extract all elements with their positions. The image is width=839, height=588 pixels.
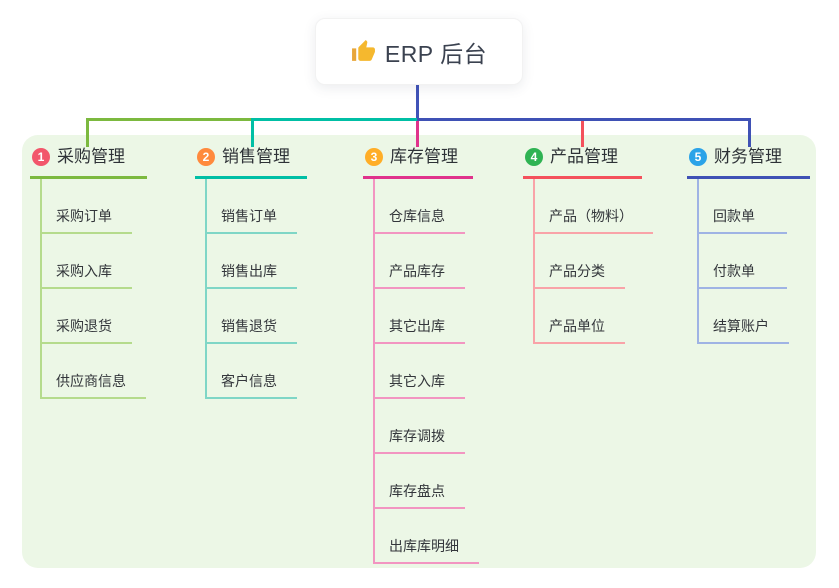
connector-drop-branch1 bbox=[86, 118, 89, 147]
child-node[interactable]: 其它入库 bbox=[375, 344, 465, 399]
branch-title: 采购管理 bbox=[57, 147, 125, 166]
branch-node[interactable]: 2 销售管理 bbox=[195, 146, 307, 179]
branch-number-badge: 4 bbox=[525, 148, 543, 166]
branch-2: 2 销售管理 销售订单销售出库销售退货客户信息 bbox=[195, 146, 307, 399]
child-node[interactable]: 采购入库 bbox=[42, 234, 132, 289]
branch-title: 产品管理 bbox=[550, 147, 618, 166]
child-node[interactable]: 库存盘点 bbox=[375, 454, 465, 509]
child-node[interactable]: 产品库存 bbox=[375, 234, 465, 289]
child-node[interactable]: 仓库信息 bbox=[375, 179, 465, 234]
connector-root-tail bbox=[416, 85, 419, 119]
connector-drop-branch4 bbox=[581, 121, 584, 147]
child-node[interactable]: 产品单位 bbox=[535, 289, 625, 344]
connector-bus-branch2 bbox=[251, 118, 419, 121]
child-node[interactable]: 回款单 bbox=[699, 179, 787, 234]
thumbs-up-icon bbox=[351, 39, 376, 64]
child-node[interactable]: 采购订单 bbox=[42, 179, 132, 234]
branch-children: 采购订单采购入库采购退货供应商信息 bbox=[40, 179, 147, 399]
root-node-title: ERP 后台 bbox=[384, 40, 488, 67]
connector-drop-branch2 bbox=[251, 118, 254, 147]
branch-node[interactable]: 3 库存管理 bbox=[363, 146, 473, 179]
child-node[interactable]: 供应商信息 bbox=[42, 344, 146, 399]
branch-title: 库存管理 bbox=[390, 147, 458, 166]
branch-node[interactable]: 4 产品管理 bbox=[523, 146, 642, 179]
branch-number-badge: 3 bbox=[365, 148, 383, 166]
connector-drop-branch3 bbox=[416, 121, 419, 147]
branch-number-badge: 5 bbox=[689, 148, 707, 166]
child-node[interactable]: 客户信息 bbox=[207, 344, 297, 399]
branch-children: 产品（物料）产品分类产品单位 bbox=[533, 179, 653, 344]
child-node[interactable]: 销售出库 bbox=[207, 234, 297, 289]
child-node[interactable]: 产品分类 bbox=[535, 234, 625, 289]
child-node[interactable]: 产品（物料） bbox=[535, 179, 653, 234]
branch-children: 仓库信息产品库存其它出库其它入库库存调拨库存盘点出库库明细 bbox=[373, 179, 479, 564]
branch-title: 财务管理 bbox=[714, 147, 782, 166]
branch-1: 1 采购管理 采购订单采购入库采购退货供应商信息 bbox=[30, 146, 147, 399]
branch-number-badge: 2 bbox=[197, 148, 215, 166]
branch-title: 销售管理 bbox=[222, 147, 290, 166]
child-node[interactable]: 销售退货 bbox=[207, 289, 297, 344]
child-node[interactable]: 付款单 bbox=[699, 234, 787, 289]
branch-5: 5 财务管理 回款单付款单结算账户 bbox=[687, 146, 810, 344]
branch-3: 3 库存管理 仓库信息产品库存其它出库其它入库库存调拨库存盘点出库库明细 bbox=[363, 146, 479, 564]
child-node[interactable]: 库存调拨 bbox=[375, 399, 465, 454]
branch-children: 回款单付款单结算账户 bbox=[697, 179, 810, 344]
branch-children: 销售订单销售出库销售退货客户信息 bbox=[205, 179, 307, 399]
branch-number-badge: 1 bbox=[32, 148, 50, 166]
child-node[interactable]: 结算账户 bbox=[699, 289, 789, 344]
connector-bus-branch5 bbox=[417, 118, 751, 121]
connector-bus-branch1 bbox=[86, 118, 254, 121]
branch-node[interactable]: 5 财务管理 bbox=[687, 146, 810, 179]
branch-4: 4 产品管理 产品（物料）产品分类产品单位 bbox=[523, 146, 653, 344]
child-node[interactable]: 出库库明细 bbox=[375, 509, 479, 564]
child-node[interactable]: 销售订单 bbox=[207, 179, 297, 234]
child-node[interactable]: 其它出库 bbox=[375, 289, 465, 344]
root-node[interactable]: ERP 后台 bbox=[315, 18, 523, 85]
connector-drop-branch5 bbox=[748, 118, 751, 147]
branches-panel bbox=[22, 135, 816, 568]
child-node[interactable]: 采购退货 bbox=[42, 289, 132, 344]
branch-node[interactable]: 1 采购管理 bbox=[30, 146, 147, 179]
